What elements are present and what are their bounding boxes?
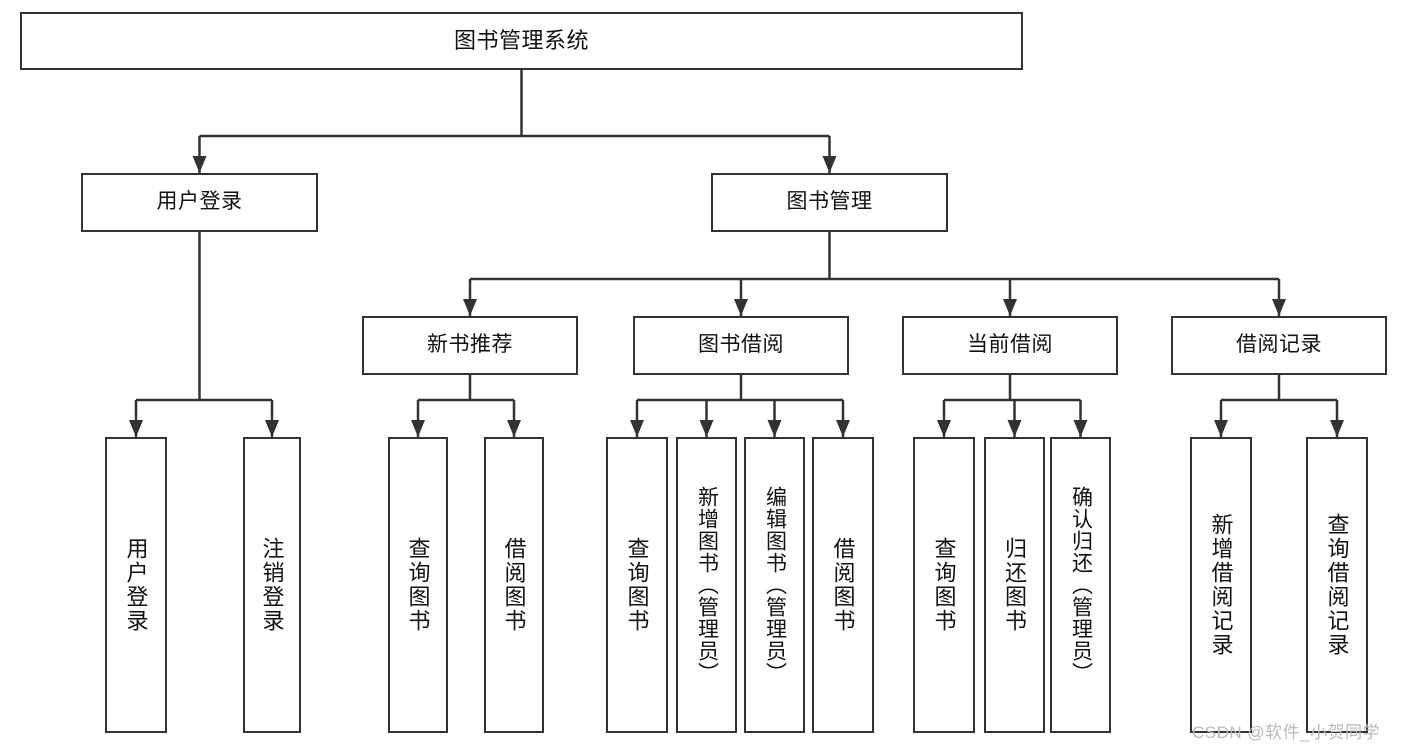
edge-arrowhead [265,420,279,437]
edge-arrowhead [937,420,951,437]
node-label: 查询图书 [624,537,650,633]
node-l_creturn[interactable]: 归还图书 [984,437,1045,733]
edge-arrowhead [699,420,714,437]
node-l_bq[interactable]: 查询图书 [606,437,668,733]
node-newbook[interactable]: 新书推荐 [362,316,578,375]
node-l_nb_borrow[interactable]: 借阅图书 [484,437,544,733]
node-label: 查询图书 [405,537,431,633]
node-label: 新书推荐 [427,333,513,357]
node-label: 注销登录 [259,537,285,633]
edge-arrowhead [1007,420,1022,437]
edge-arrowhead [1330,420,1344,437]
node-label: 图书管理系统 [453,28,589,54]
node-l_login[interactable]: 用户登录 [105,437,167,733]
edge-arrowhead [192,156,207,173]
edge-arrowhead [463,299,477,316]
edge-arrowhead [411,420,425,437]
node-l_cconfirm[interactable]: 确认归还（管理员） [1050,437,1111,733]
node-bookmgmt[interactable]: 图书管理 [711,173,948,232]
node-label: 图书管理 [786,190,873,214]
edge-arrowhead [734,299,748,316]
node-l_logout[interactable]: 注销登录 [243,437,301,733]
edge-arrowhead [836,420,850,437]
node-l_badd[interactable]: 新增图书（管理员） [676,437,737,733]
node-label: 归还图书 [1002,537,1028,633]
node-label: 用户登录 [156,190,243,214]
node-label: 查询借阅记录 [1324,513,1350,657]
node-label: 新增图书（管理员） [695,486,719,684]
node-label: 新增借阅记录 [1208,513,1234,657]
node-login[interactable]: 用户登录 [81,173,318,232]
node-label: 借阅图书 [501,537,527,633]
edge-arrowhead [822,156,837,173]
node-label: 查询图书 [931,537,957,633]
node-label: 当前借阅 [967,333,1053,357]
node-l_bedit[interactable]: 编辑图书（管理员） [744,437,805,733]
watermark: CSDN @软件_小贺同学 [1192,723,1381,742]
node-label: 编辑图书（管理员） [763,486,787,684]
node-records[interactable]: 借阅记录 [1171,316,1387,375]
node-root[interactable]: 图书管理系统 [20,12,1023,70]
node-l_cq[interactable]: 查询图书 [913,437,975,733]
node-l_rquery[interactable]: 查询借阅记录 [1306,437,1368,733]
edge-arrowhead [1003,299,1017,316]
node-label: 图书借阅 [698,333,784,357]
edge-arrowhead [767,420,782,437]
node-label: 借阅记录 [1236,333,1322,357]
edge-arrowhead [1272,299,1286,316]
node-l_bborrow[interactable]: 借阅图书 [812,437,874,733]
node-label: 借阅图书 [830,537,856,633]
node-label: 用户登录 [123,537,149,633]
edge-arrowhead [630,420,644,437]
node-l_nb_query[interactable]: 查询图书 [388,437,448,733]
node-label: 确认归还（管理员） [1069,486,1093,684]
node-current[interactable]: 当前借阅 [902,316,1118,375]
edge-arrowhead [129,420,143,437]
edge-arrowhead [1073,420,1088,437]
node-borrow[interactable]: 图书借阅 [633,316,849,375]
edge-arrowhead [1214,420,1228,437]
edge-arrowhead [507,420,521,437]
node-l_radd[interactable]: 新增借阅记录 [1190,437,1252,733]
